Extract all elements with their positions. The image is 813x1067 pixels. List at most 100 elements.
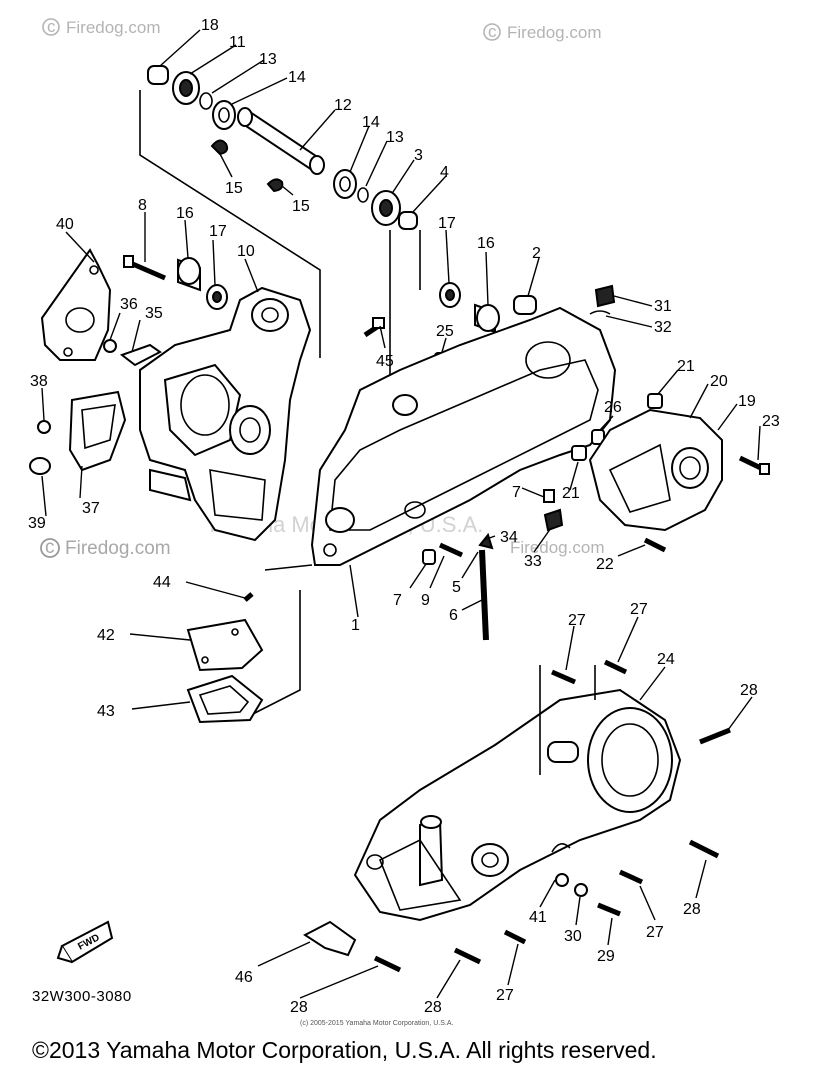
clip-15-upper: [210, 139, 229, 156]
callout-26: 26: [604, 399, 622, 416]
washer-30: [574, 883, 588, 897]
callout-17: 17: [209, 223, 227, 240]
callout-25: 25: [436, 323, 454, 340]
callout-16: 16: [176, 205, 194, 222]
callout-27: 27: [568, 612, 586, 629]
callout-9: 9: [421, 592, 430, 609]
callout-28: 28: [424, 999, 442, 1016]
collar-2: [513, 295, 537, 315]
callout-42: 42: [97, 627, 115, 644]
callout-38: 38: [30, 373, 48, 390]
svg-text:Firedog.com: Firedog.com: [66, 18, 160, 37]
callout-33: 33: [524, 553, 542, 570]
callout-16: 16: [477, 235, 495, 252]
callout-36: 36: [120, 296, 138, 313]
callout-15: 15: [292, 198, 310, 215]
callout-7: 7: [512, 484, 521, 501]
link-35: [119, 343, 162, 367]
callout-28: 28: [683, 901, 701, 918]
cover-19: [588, 408, 723, 532]
washer-36: [103, 339, 117, 353]
pin-6: [479, 549, 489, 641]
watermark-firedog-top-right: c Firedog.com: [483, 22, 601, 42]
svg-text:Firedog.com: Firedog.com: [507, 23, 601, 42]
callout-4: 4: [440, 164, 449, 181]
callout-7: 7: [393, 592, 402, 609]
callout-14: 14: [362, 114, 380, 131]
plug-33: [543, 508, 564, 532]
cover-42: [186, 618, 264, 672]
callout-labels: 18 11 13 14 12 14 13 3 4 15 15 8 16 17 1…: [28, 17, 780, 1016]
callout-21: 21: [562, 485, 580, 502]
clip-15-lower: [266, 178, 284, 193]
dowel-21-lower: [571, 445, 587, 461]
bolt-9: [438, 542, 464, 558]
bolt-29: [597, 902, 621, 917]
bolt-8: [127, 259, 166, 281]
bolt-22: [643, 537, 667, 553]
watermark-firedog-right-faint: Firedog.com: [510, 538, 604, 557]
bracket-46: [303, 920, 357, 957]
collar-4: [398, 211, 418, 230]
fwd-arrow-icon: FWD: [56, 920, 114, 964]
plug-39: [29, 457, 51, 475]
callout-3: 3: [414, 147, 423, 164]
callout-29: 29: [597, 948, 615, 965]
leader-lines: [41, 29, 761, 999]
callout-20: 20: [710, 373, 728, 390]
filter-31: [594, 284, 616, 308]
callout-27: 27: [646, 924, 664, 941]
diagram-number: 32W300-3080: [32, 988, 132, 1005]
svg-text:Firedog.com: Firedog.com: [65, 538, 171, 559]
gasket-43: [186, 674, 264, 724]
callout-8: 8: [138, 197, 147, 214]
callout-19: 19: [738, 393, 756, 410]
callout-31: 31: [654, 298, 672, 315]
callout-43: 43: [97, 703, 115, 720]
oring-13-lower: [357, 187, 369, 203]
callout-28: 28: [290, 999, 308, 1016]
callout-41: 41: [529, 909, 547, 926]
callout-11: 11: [229, 34, 246, 51]
callout-32: 32: [654, 319, 672, 336]
bolt-44: [243, 592, 254, 602]
callout-1: 1: [351, 617, 360, 634]
callout-35: 35: [145, 305, 163, 322]
callout-5: 5: [452, 579, 461, 596]
svg-text:c: c: [488, 22, 497, 41]
bolt-28-b: [688, 839, 720, 859]
small-copyright: (c) 2005-2015 Yamaha Motor Corporation, …: [300, 1020, 453, 1027]
cover-37: [68, 390, 127, 472]
bolt-27-d: [503, 929, 527, 945]
callout-44: 44: [153, 574, 171, 591]
callout-17: 17: [438, 215, 456, 232]
callout-40: 40: [56, 216, 74, 233]
small-cover-group: [186, 592, 264, 724]
bolt-28-d: [373, 955, 402, 973]
bolt-38: [37, 420, 51, 434]
dowel-7-lower: [422, 549, 436, 565]
svg-text:c: c: [47, 17, 56, 36]
callout-24: 24: [657, 651, 675, 668]
bolt-27-c: [618, 869, 644, 885]
watermark-firedog-top-left: c Firedog.com: [42, 17, 160, 37]
callout-2: 2: [532, 245, 541, 262]
dowel-21-upper: [647, 393, 663, 409]
svg-text:c: c: [45, 537, 55, 558]
callout-37: 37: [82, 500, 100, 517]
clip-41: [551, 843, 571, 853]
callout-13: 13: [386, 129, 404, 146]
callout-34: 34: [500, 529, 518, 546]
callout-27: 27: [630, 601, 648, 618]
oring-13-upper: [199, 92, 213, 110]
bolt-27-a: [551, 669, 576, 685]
seal-14-upper: [212, 100, 236, 130]
collar-18: [147, 65, 169, 85]
bolt-27-b: [603, 659, 628, 675]
crankcase-cover-group: [303, 659, 731, 973]
callout-39: 39: [28, 515, 46, 532]
callout-18: 18: [201, 17, 219, 34]
callout-6: 6: [449, 607, 458, 624]
callout-15: 15: [225, 180, 243, 197]
